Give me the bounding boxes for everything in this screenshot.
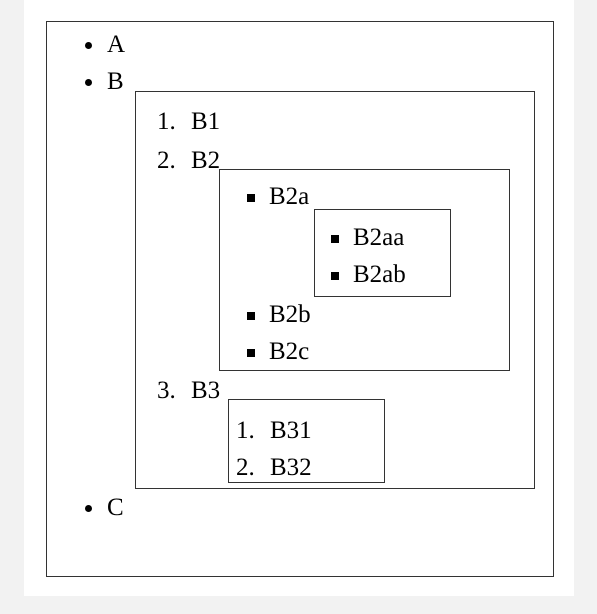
list-item-c: C bbox=[107, 494, 124, 521]
list-marker-b2: 2. bbox=[157, 147, 176, 174]
outer-list-box bbox=[46, 21, 554, 577]
square-bullet-b2a-icon bbox=[247, 194, 255, 202]
list-marker-b32: 2. bbox=[236, 454, 255, 481]
bullet-c-icon bbox=[85, 505, 92, 512]
list-item-b2: B2 bbox=[191, 147, 221, 174]
list-item-b2b: B2b bbox=[269, 301, 311, 328]
bullet-b-icon bbox=[85, 79, 92, 86]
list-marker-b3: 3. bbox=[157, 377, 176, 404]
list-item-b: B bbox=[107, 68, 124, 95]
list-item-b31: B31 bbox=[270, 417, 312, 444]
bullet-a-icon bbox=[85, 42, 92, 49]
list-item-b3: B3 bbox=[191, 377, 221, 404]
list-item-b32: B32 bbox=[270, 454, 312, 481]
list-item-b1: B1 bbox=[191, 108, 221, 135]
list-item-b2c: B2c bbox=[269, 338, 310, 365]
list-item-a: A bbox=[107, 31, 126, 58]
square-bullet-b2c-icon bbox=[247, 349, 255, 357]
list-marker-b31: 1. bbox=[236, 417, 255, 444]
list-item-b2a: B2a bbox=[269, 183, 310, 210]
ordered-list-b-box bbox=[135, 91, 535, 489]
list-item-b2ab: B2ab bbox=[353, 261, 406, 288]
b2-list-box bbox=[219, 169, 510, 371]
page-canvas bbox=[24, 0, 574, 596]
square-bullet-b2ab-icon bbox=[331, 272, 339, 280]
b3-list-box bbox=[228, 399, 385, 483]
square-bullet-b2aa-icon bbox=[331, 235, 339, 243]
list-item-b2aa: B2aa bbox=[353, 224, 405, 251]
list-marker-b1: 1. bbox=[157, 108, 176, 135]
square-bullet-b2b-icon bbox=[247, 312, 255, 320]
b2a-list-box bbox=[314, 209, 451, 297]
